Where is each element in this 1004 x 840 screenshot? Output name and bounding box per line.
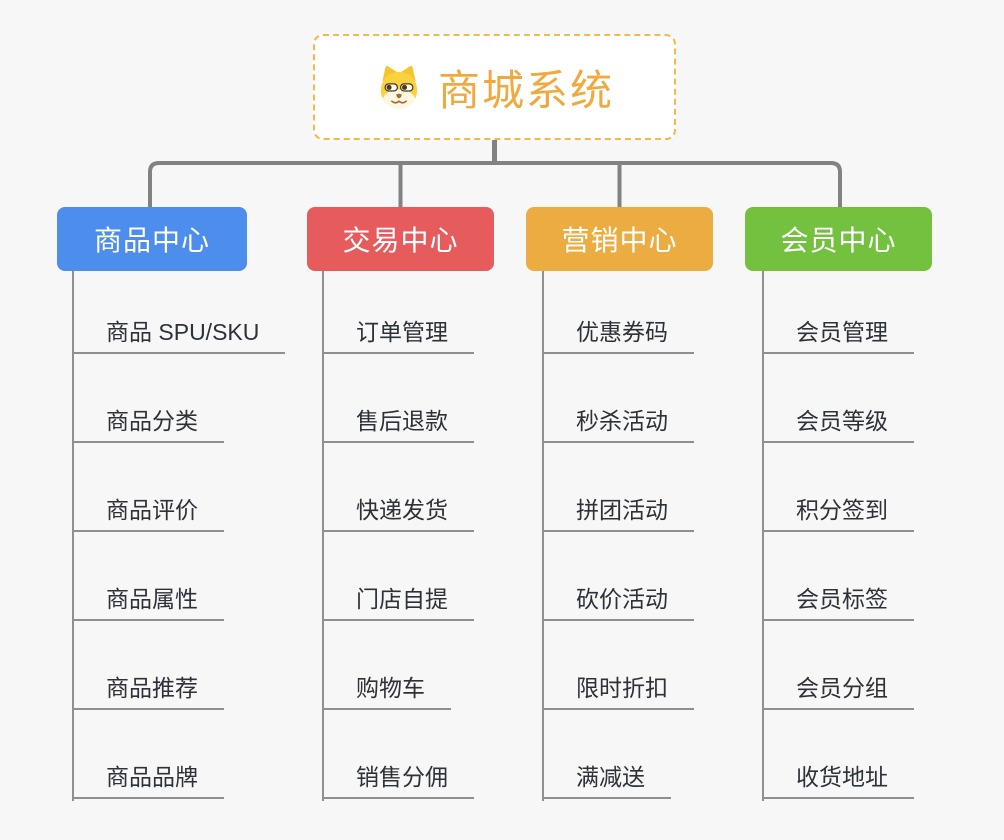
branch-stem-line: [762, 271, 764, 801]
branch-node-label: 营销中心: [561, 225, 678, 256]
leaf-item[interactable]: 积分签到: [762, 495, 914, 532]
branch-node-label: 会员中心: [780, 225, 897, 256]
branch-node-trade-center[interactable]: 交易中心: [307, 207, 494, 271]
root-node[interactable]: 商城系统: [313, 34, 676, 140]
leaf-item[interactable]: 销售分佣: [322, 762, 474, 799]
branch-stem-line: [72, 271, 74, 801]
dog-face-icon: [375, 64, 423, 110]
leaf-item[interactable]: 优惠券码: [542, 317, 694, 354]
leaf-item[interactable]: 限时折扣: [542, 673, 694, 710]
leaf-item[interactable]: 商品推荐: [72, 673, 224, 710]
branch-node-label: 交易中心: [342, 225, 459, 256]
leaf-item[interactable]: 商品属性: [72, 584, 224, 621]
branch-node-marketing-center[interactable]: 营销中心: [526, 207, 713, 271]
leaf-item[interactable]: 会员标签: [762, 584, 914, 621]
leaf-item[interactable]: 快递发货: [322, 495, 474, 532]
leaf-item[interactable]: 商品分类: [72, 406, 224, 443]
leaf-item[interactable]: 门店自提: [322, 584, 474, 621]
leaf-item[interactable]: 砍价活动: [542, 584, 694, 621]
leaf-item[interactable]: 购物车: [322, 673, 451, 710]
leaf-item[interactable]: 售后退款: [322, 406, 474, 443]
branch-stem-line: [542, 271, 544, 801]
root-node-label: 商城系统: [437, 66, 614, 114]
branch-stem-line: [322, 271, 324, 801]
leaf-item[interactable]: 订单管理: [322, 317, 474, 354]
leaf-item[interactable]: 会员分组: [762, 673, 914, 710]
leaf-item[interactable]: 拼团活动: [542, 495, 694, 532]
leaf-item[interactable]: 商品 SPU/SKU: [72, 317, 286, 354]
branch-node-label: 商品中心: [93, 225, 210, 256]
leaf-item[interactable]: 会员等级: [762, 406, 914, 443]
branch-bus-line: [148, 161, 842, 207]
branch-node-product-center[interactable]: 商品中心: [57, 207, 247, 271]
leaf-item[interactable]: 满减送: [542, 762, 671, 799]
leaf-item[interactable]: 秒杀活动: [542, 406, 694, 443]
branch-node-member-center[interactable]: 会员中心: [745, 207, 932, 271]
leaf-item[interactable]: 会员管理: [762, 317, 914, 354]
leaf-item[interactable]: 收货地址: [762, 762, 914, 799]
leaf-item[interactable]: 商品品牌: [72, 762, 224, 799]
leaf-item[interactable]: 商品评价: [72, 495, 224, 532]
